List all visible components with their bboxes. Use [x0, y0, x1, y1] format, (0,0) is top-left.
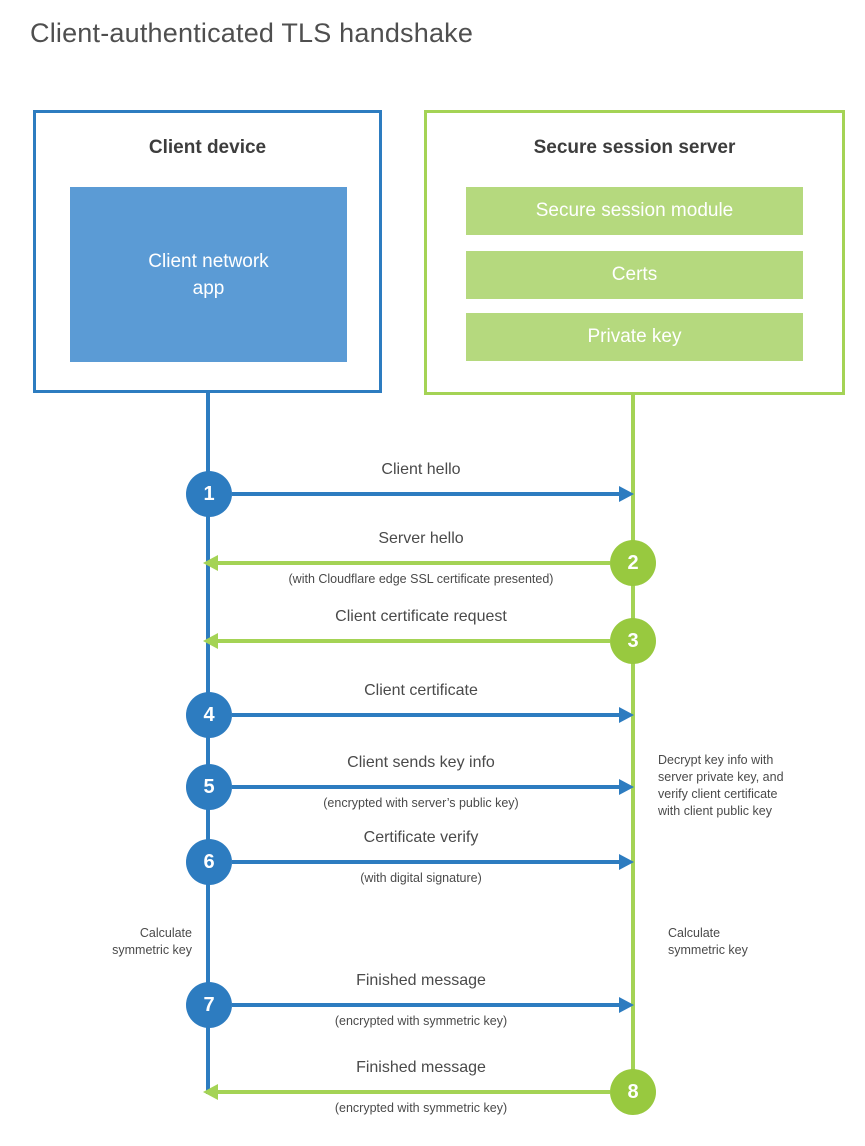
step-6-arrowhead-icon	[619, 854, 634, 870]
step-8-arrow	[218, 1090, 610, 1094]
step-7-number-badge: 7	[186, 982, 232, 1028]
decrypt-note: Decrypt key info with server private key…	[658, 753, 784, 818]
client-network-app-box: Client network app	[70, 187, 347, 362]
step-5: 5 Client sends key info (encrypted with …	[0, 754, 865, 810]
step-6: 6 Certificate verify (with digital signa…	[0, 829, 865, 885]
step-4-arrowhead-icon	[619, 707, 634, 723]
secure-session-server-box: Secure session server Secure session mod…	[424, 110, 845, 395]
step-4: 4 Client certificate	[0, 682, 865, 738]
step-7-label: Finished message	[356, 972, 486, 989]
step-8-number-badge: 8	[610, 1069, 656, 1115]
step-7: 7 Finished message (encrypted with symme…	[0, 972, 865, 1028]
server-module-private-key: Private key	[466, 313, 803, 361]
step-3-arrow	[218, 639, 610, 643]
step-1-arrow	[232, 492, 619, 496]
step-1-label: Client hello	[381, 461, 461, 478]
step-1-number-badge: 1	[186, 471, 232, 517]
step-2-arrowhead-icon	[203, 555, 218, 571]
step-2-sublabel: (with Cloudflare edge SSL certificate pr…	[288, 572, 554, 586]
step-7-arrow	[232, 1003, 619, 1007]
server-module-certs: Certs	[466, 251, 803, 299]
step-8-sublabel: (encrypted with symmetric key)	[334, 1101, 508, 1115]
step-6-arrow	[232, 860, 619, 864]
step-3-number-badge: 3	[610, 618, 656, 664]
client-device-box: Client device Client network app	[33, 110, 382, 393]
step-8: 8 Finished message (encrypted with symme…	[0, 1059, 865, 1115]
client-device-title: Client device	[148, 137, 267, 158]
step-6-label: Certificate verify	[363, 829, 479, 846]
client-network-app-label: Client network app	[148, 250, 269, 299]
secure-session-server-title: Secure session server	[533, 137, 736, 158]
step-2-arrow	[218, 561, 610, 565]
step-5-label: Client sends key info	[347, 754, 495, 771]
step-2-number-badge: 2	[610, 540, 656, 586]
client-lifeline	[206, 391, 210, 1094]
step-4-label: Client certificate	[364, 682, 478, 699]
step-6-sublabel: (with digital signature)	[360, 871, 482, 885]
calculate-symmetric-key-left-note: Calculate symmetric key	[112, 926, 192, 957]
step-4-arrow	[232, 713, 619, 717]
calculate-symmetric-key-right-note: Calculate symmetric key	[668, 926, 748, 957]
server-lifeline	[631, 393, 635, 1094]
step-4-number-badge: 4	[186, 692, 232, 738]
step-1: 1 Client hello	[0, 461, 865, 517]
step-3: 3 Client certificate request	[0, 608, 865, 664]
server-module-secure-session: Secure session module	[466, 187, 803, 235]
page-title: Client-authenticated TLS handshake	[30, 18, 474, 48]
step-3-arrowhead-icon	[203, 633, 218, 649]
step-8-label: Finished message	[356, 1059, 486, 1076]
step-5-arrow	[232, 785, 619, 789]
step-7-arrowhead-icon	[619, 997, 634, 1013]
step-7-sublabel: (encrypted with symmetric key)	[334, 1014, 508, 1028]
step-6-number-badge: 6	[186, 839, 232, 885]
step-5-number-badge: 5	[186, 764, 232, 810]
step-2-label: Server hello	[378, 530, 464, 547]
step-5-sublabel: (encrypted with server’s public key)	[323, 796, 519, 810]
step-5-arrowhead-icon	[619, 779, 634, 795]
step-2: 2 Server hello (with Cloudflare edge SSL…	[0, 530, 865, 586]
step-1-arrowhead-icon	[619, 486, 634, 502]
step-8-arrowhead-icon	[203, 1084, 218, 1100]
step-3-label: Client certificate request	[335, 608, 507, 625]
